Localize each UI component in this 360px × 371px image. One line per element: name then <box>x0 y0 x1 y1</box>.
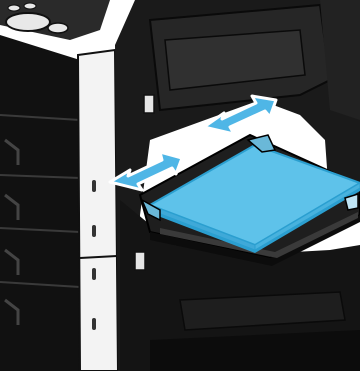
side-latch <box>144 95 154 113</box>
panel-slot <box>92 180 96 192</box>
panel-slot <box>92 318 96 330</box>
panel-slot <box>92 225 96 237</box>
panel-slot <box>92 268 96 280</box>
lower-side-latch <box>135 252 145 270</box>
printer-front-panel <box>78 50 118 371</box>
